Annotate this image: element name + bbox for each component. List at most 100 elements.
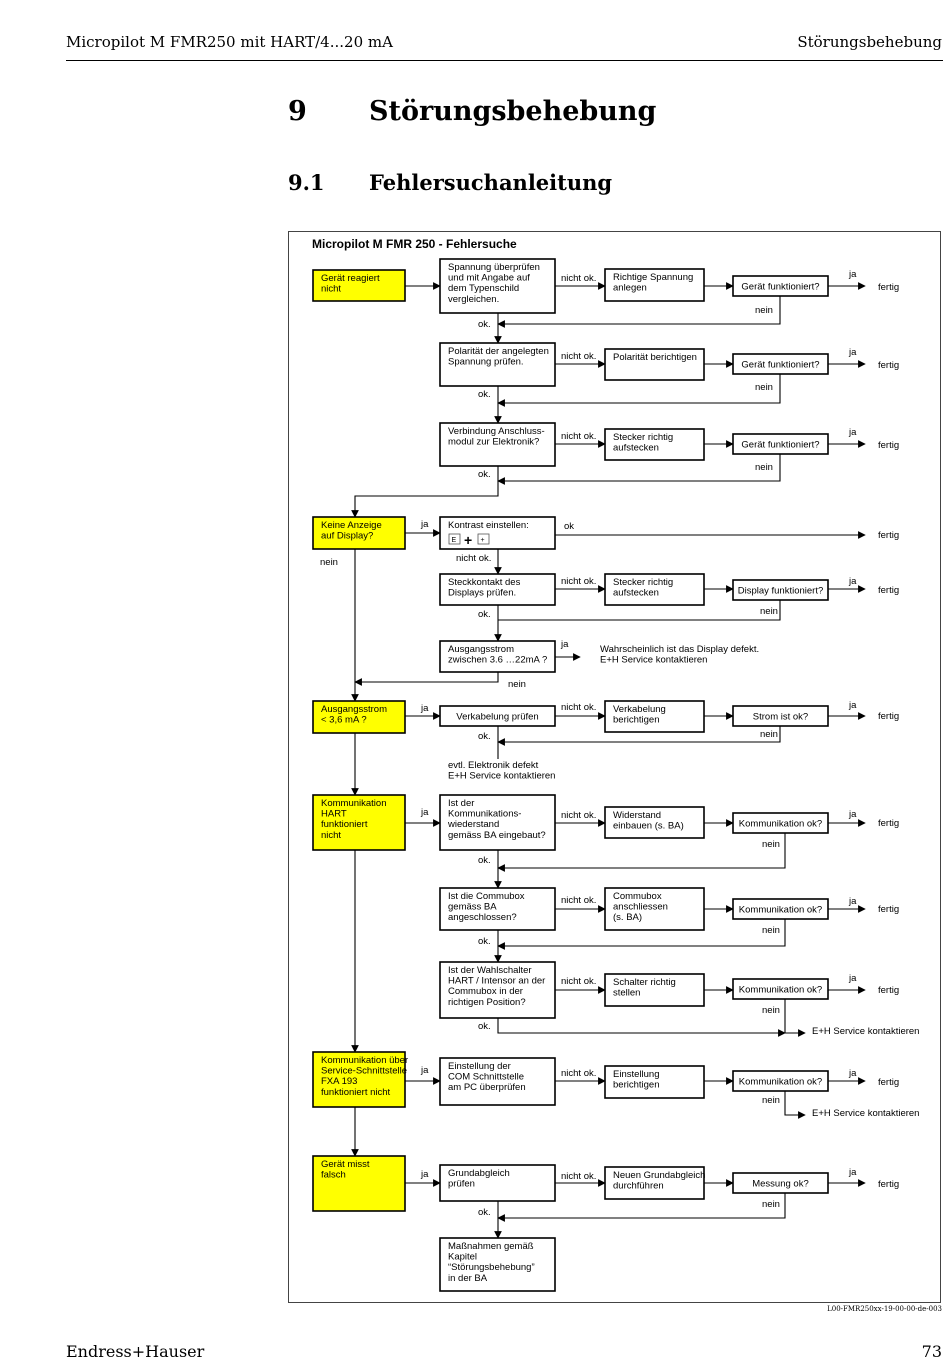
flow-node-n6: Wahrscheinlich ist das Display defekt.E+… <box>600 644 759 666</box>
flow-connector <box>784 1091 806 1119</box>
node-text-line: gemäss BA <box>448 902 497 913</box>
node-text-line: Kontrast einstellen: <box>448 520 529 531</box>
edge-label-nicht-ok: nicht ok. <box>561 1068 596 1079</box>
question-box <box>732 978 829 1000</box>
node-text-line: gemäss BA eingebaut? <box>448 830 546 841</box>
node-text-line: wiederstand <box>447 819 499 830</box>
footer-company: Endress+Hauser <box>66 1342 205 1361</box>
symptom-box <box>312 516 406 550</box>
check-box <box>439 640 556 673</box>
node-text-line: Grundabgleich <box>448 1168 510 1179</box>
edge-label-nein: nein <box>755 305 773 316</box>
check-box <box>439 422 556 467</box>
check-box <box>439 342 556 387</box>
edge-label-ok: ok. <box>478 389 491 400</box>
node-text-line: stellen <box>613 988 640 999</box>
question-box <box>732 433 829 455</box>
node-text-line: Ist der <box>448 798 474 809</box>
plus-icon: + <box>464 532 472 548</box>
node-text-line: Steckkontakt des <box>448 577 521 588</box>
check-box <box>439 573 556 606</box>
node-text-line: Kommunikation ok? <box>739 819 822 830</box>
node-text-line: Polarität der angelegten <box>448 346 549 357</box>
flow-connector <box>497 374 781 407</box>
flowchart-edge-labels: nicht ok. ja fertig nein ok. nicht ok. ja ferti… <box>320 269 899 1218</box>
node-text-line: evtl. Elektronik defekt <box>448 760 539 771</box>
node-text-line: einbauen (s. BA) <box>613 821 684 832</box>
flow-connector <box>497 1018 786 1037</box>
node-text-line: HART / Intensor an der <box>448 976 545 987</box>
node-text-line: Stecker richtig <box>613 577 673 588</box>
flowchart-connectors <box>351 282 866 1239</box>
edge-label-nein: nein <box>762 1199 780 1210</box>
check-box <box>439 961 556 1019</box>
node-text-line: Neuen Grundabgleich <box>613 1170 705 1181</box>
edge-label-nicht-ok: nicht ok. <box>561 431 596 442</box>
flow-node-c3: Verbindung Anschluss-modul zur Elektroni… <box>439 422 556 467</box>
edge-label-ok: ok. <box>478 731 491 742</box>
node-text-line: Gerät funktioniert? <box>741 282 819 293</box>
node-text-line: Polarität berichtigen <box>613 352 697 363</box>
edge-label-fertig: fertig <box>878 818 899 829</box>
edge-label-fertig: fertig <box>878 711 899 722</box>
edge-label-fertig: fertig <box>878 1077 899 1088</box>
node-text-line: Messung ok? <box>752 1179 809 1190</box>
chapter-number: 9 <box>288 96 307 127</box>
symptom-box <box>312 269 406 302</box>
edge-label-ja: ja <box>848 1068 857 1079</box>
action-box <box>604 973 705 1007</box>
node-text-line: durchführen <box>613 1181 664 1192</box>
edge-label-nein: nein <box>762 839 780 850</box>
chapter-title: Störungsbehebung <box>369 96 657 127</box>
node-text-line: Ausgangsstrom <box>321 704 387 715</box>
edge-label-ja: ja <box>420 1169 429 1180</box>
node-text-line: nicht <box>321 284 341 295</box>
flow-node-q3: Gerät funktioniert? <box>732 433 829 455</box>
flow-connector <box>497 1193 786 1222</box>
plus-key-icon <box>477 533 490 545</box>
node-text-line: Ist die Commubox <box>448 891 525 902</box>
edge-label-nein: nein <box>320 557 338 568</box>
flow-node-q12: Messung ok? <box>732 1172 829 1194</box>
node-text-line: Spannung überprüfen <box>448 262 540 273</box>
page-number: 73 <box>921 1342 942 1361</box>
edge-label-ja: ja <box>420 703 429 714</box>
node-text-line: Ist der Wahlschalter <box>448 965 532 976</box>
flow-node-q9: Kommunikation ok? <box>732 898 829 920</box>
edge-label-ja: ja <box>848 896 857 907</box>
edge-label-nein: nein <box>760 606 778 617</box>
action-box <box>604 573 705 606</box>
question-box <box>732 812 829 834</box>
edge-label-ok: ok. <box>478 469 491 480</box>
check-box <box>439 1057 556 1106</box>
flow-connector <box>497 833 786 872</box>
node-text-line: Kommunikation ok? <box>739 985 822 996</box>
question-box <box>732 579 829 601</box>
node-text-line: und mit Angabe auf <box>448 273 530 284</box>
flow-node-q10: Kommunikation ok? <box>732 978 829 1000</box>
node-text-line: Keine Anzeige <box>321 520 382 531</box>
question-box <box>732 898 829 920</box>
edge-label-ja: ja <box>848 700 857 711</box>
node-text-line: prüfen <box>448 1179 475 1190</box>
node-text-line: Kommunikation <box>321 798 386 809</box>
edge-label-ja: ja <box>420 807 429 818</box>
edge-label-nicht-ok: nicht ok. <box>456 553 491 564</box>
node-text-line: Einstellung der <box>448 1061 511 1072</box>
flow-node-q1: Gerät funktioniert? <box>732 275 829 297</box>
edge-label-ja: ja <box>560 639 569 650</box>
section-number: 9.1 <box>288 170 325 195</box>
node-text-line: falsch <box>321 1170 346 1181</box>
node-text-line: Kapitel <box>448 1252 477 1263</box>
node-text-line: FXA 193 <box>321 1076 357 1087</box>
edge-label-ok: ok. <box>478 936 491 947</box>
action-box <box>604 1065 705 1099</box>
node-text-line: E+H Service kontaktieren <box>448 771 555 782</box>
edge-label-fertig: fertig <box>878 360 899 371</box>
